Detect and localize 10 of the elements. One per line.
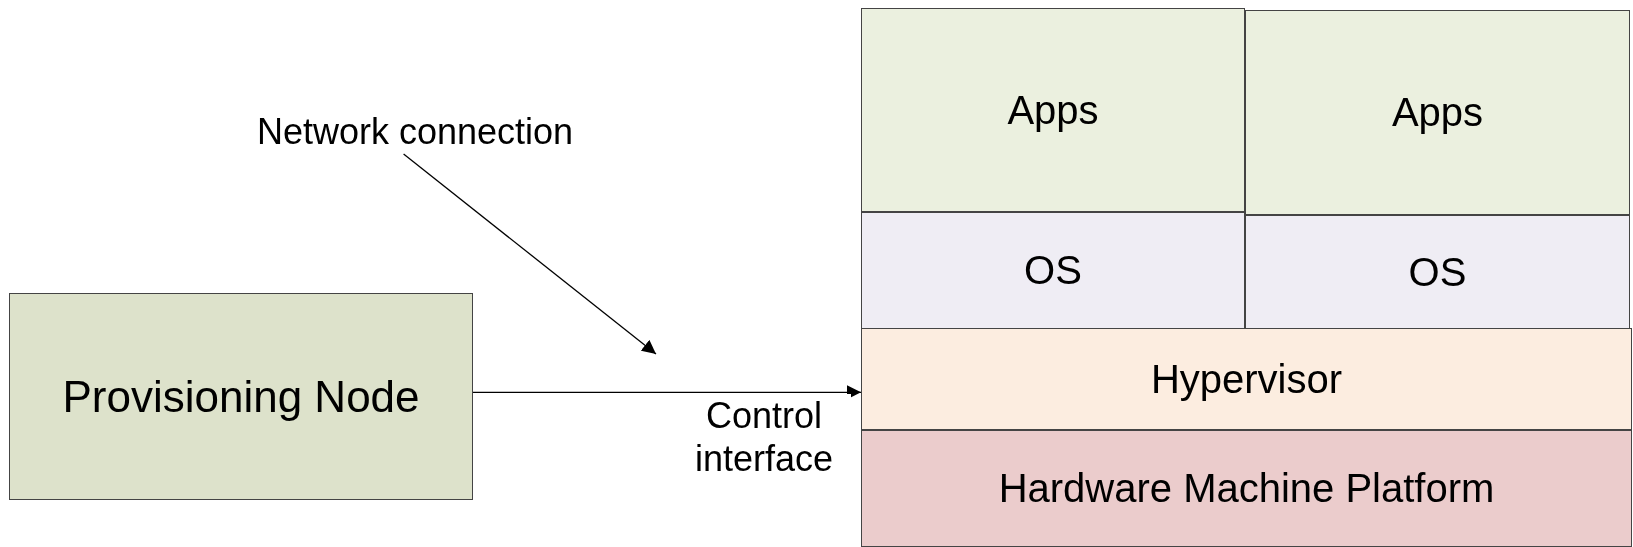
os-layer-box: OS bbox=[1245, 215, 1630, 329]
callout-text: Network connection bbox=[225, 110, 605, 154]
apps-layer-box: Apps bbox=[861, 8, 1245, 212]
arrow bbox=[472, 385, 862, 400]
apps-layer-box: Apps bbox=[1245, 10, 1630, 215]
process-box: Provisioning Node bbox=[9, 293, 473, 500]
hypervisor-layer-box: Hypervisor bbox=[861, 328, 1632, 430]
hardware-layer-box: Hardware Machine Platform bbox=[861, 430, 1632, 547]
os-layer-box: OS bbox=[861, 212, 1245, 329]
leader-line bbox=[402, 153, 657, 355]
